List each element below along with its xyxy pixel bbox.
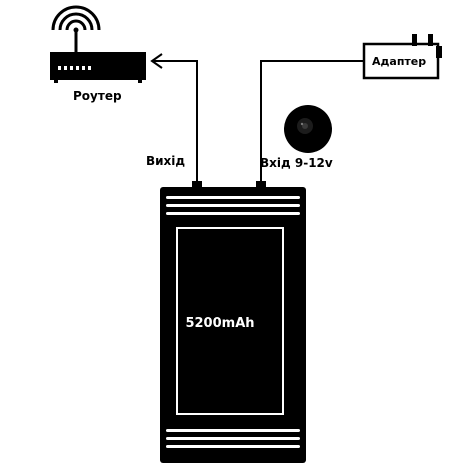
wifi-router-icon bbox=[50, 5, 146, 83]
adapter-label: Адаптер bbox=[372, 55, 427, 68]
input-label: Вхід 9-12v bbox=[260, 156, 333, 170]
output-cable bbox=[150, 53, 198, 186]
dc-jack-icon bbox=[284, 105, 332, 153]
input-cable bbox=[260, 60, 366, 186]
power-bank bbox=[160, 181, 306, 463]
power-adapter-icon bbox=[348, 34, 442, 80]
capacity-label: 5200mAh bbox=[185, 316, 255, 331]
output-label: Вихід bbox=[146, 154, 186, 168]
router-label: Роутер bbox=[73, 89, 122, 103]
